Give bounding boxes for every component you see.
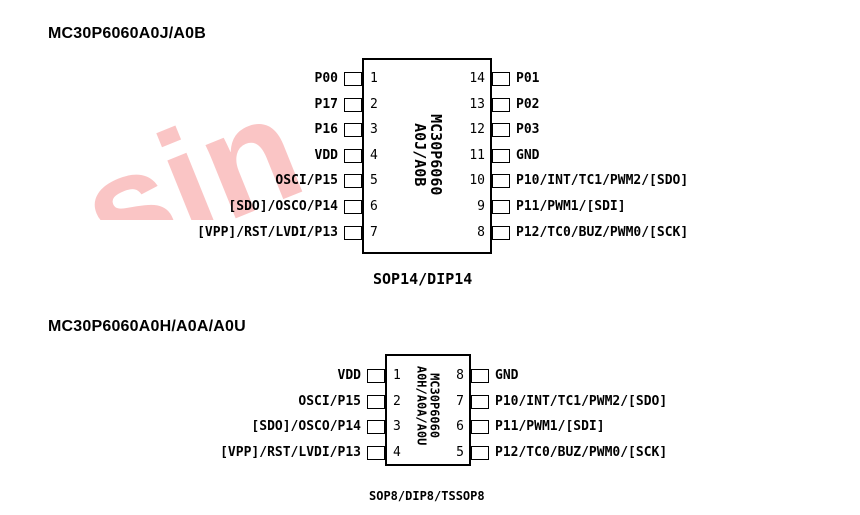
pin-lead: [492, 123, 510, 138]
pin-number: 8: [456, 368, 464, 383]
left-pin-row: 1 VDD: [0, 368, 860, 384]
pin-label: VDD: [314, 147, 338, 163]
right-pin-row: 6 P11/PWM1/[SDI]: [0, 419, 860, 435]
pin-lead: [344, 225, 362, 240]
pin-label: OSCI/P15: [298, 393, 361, 409]
pin-lead: [344, 123, 362, 138]
pin-number: 9: [477, 199, 485, 214]
right-pin-row: 13 P02: [0, 97, 860, 113]
pin-label: GND: [495, 368, 519, 383]
pin-lead: [471, 369, 489, 383]
pin-lead: [492, 174, 510, 189]
pin-number: 3: [370, 122, 378, 138]
pin-label: P01: [516, 71, 540, 86]
top-chip-body: MC30P6060 A0J/A0B: [362, 58, 492, 254]
pin-label: P03: [516, 122, 540, 138]
right-pin-row: 9 P11/PWM1/[SDI]: [0, 199, 860, 215]
pin-lead: [367, 445, 385, 460]
left-pin-row: 5 OSCI/P15: [0, 173, 860, 189]
pin-lead: [492, 200, 510, 214]
pin-number: 10: [469, 173, 485, 189]
right-pin-row: 11 GND: [0, 148, 860, 164]
pin-number: 11: [469, 147, 485, 163]
pin-label: [VPP]/RST/LVDI/P13: [197, 224, 338, 240]
bottom-package-label: SOP8/DIP8/TSSOP8: [369, 489, 485, 503]
left-pin-row: 3 P16: [0, 122, 860, 138]
right-pin-row: 10 P10/INT/TC1/PWM2/[SDO]: [0, 173, 860, 189]
pin-number: 12: [469, 122, 485, 138]
pin-number: 5: [370, 173, 378, 189]
pin-number: 1: [393, 368, 401, 383]
pin-number: 13: [469, 96, 485, 112]
top-package-label: SOP14/DIP14: [373, 270, 473, 288]
left-pin-row: 2 P17: [0, 97, 860, 113]
pin-label: P16: [314, 122, 338, 138]
pin-lead: [344, 148, 362, 163]
pin-lead: [471, 445, 489, 460]
pin-lead: [344, 174, 362, 189]
pin-label: P12/TC0/BUZ/PWM0/[SCK]: [495, 444, 668, 460]
left-pin-row: 7 [VPP]/RST/LVDI/P13: [0, 225, 860, 241]
right-pin-row: 12 P03: [0, 122, 860, 138]
pin-number: 1: [370, 71, 378, 86]
right-pin-row: 7 P10/INT/TC1/PWM2/[SDO]: [0, 394, 860, 410]
pin-lead: [492, 97, 510, 112]
pin-label: P10/INT/TC1/PWM2/[SDO]: [516, 173, 689, 189]
pin-lead: [344, 200, 362, 214]
pin-number: 4: [370, 147, 378, 163]
pin-label: P10/INT/TC1/PWM2/[SDO]: [495, 393, 668, 409]
left-pin-row: 1 P00: [0, 71, 860, 87]
left-pin-row: 2 OSCI/P15: [0, 394, 860, 410]
left-pin-row: 4 VDD: [0, 148, 860, 164]
pin-label: [SDO]/OSCO/P14: [251, 419, 361, 435]
pin-lead: [367, 369, 385, 383]
pin-lead: [471, 394, 489, 409]
left-pin-row: 4 [VPP]/RST/LVDI/P13: [0, 445, 860, 461]
left-pin-row: 6 [SDO]/OSCO/P14: [0, 199, 860, 215]
bottom-chip-body: MC30P6060 A0H/A0A/A0U: [385, 354, 471, 466]
pin-lead: [344, 97, 362, 112]
pin-lead: [367, 394, 385, 409]
pin-number: 6: [456, 419, 464, 435]
pin-label: P11/PWM1/[SDI]: [495, 419, 605, 435]
pin-label: [SDO]/OSCO/P14: [228, 199, 338, 214]
pin-label: P17: [314, 96, 338, 112]
right-pin-row: 8 GND: [0, 368, 860, 384]
pin-label: VDD: [337, 368, 361, 383]
pin-lead: [492, 225, 510, 240]
pin-lead: [344, 72, 362, 86]
pin-label: P12/TC0/BUZ/PWM0/[SCK]: [516, 224, 689, 240]
right-pin-row: 14 P01: [0, 71, 860, 87]
pin-number: 7: [370, 224, 378, 240]
pin-lead: [492, 72, 510, 86]
top-title: MC30P6060A0J/A0B: [48, 25, 206, 42]
pin-label: GND: [516, 147, 540, 163]
pin-number: 14: [469, 71, 485, 86]
pin-label: [VPP]/RST/LVDI/P13: [220, 444, 361, 460]
pin-number: 7: [456, 393, 464, 409]
pin-label: P11/PWM1/[SDI]: [516, 199, 626, 214]
pin-lead: [492, 148, 510, 163]
pin-number: 8: [477, 224, 485, 240]
bottom-title: MC30P6060A0H/A0A/A0U: [48, 318, 246, 335]
pin-lead: [367, 420, 385, 435]
pin-number: 3: [393, 419, 401, 435]
pin-number: 4: [393, 444, 401, 460]
right-pin-row: 8 P12/TC0/BUZ/PWM0/[SCK]: [0, 225, 860, 241]
pin-label: OSCI/P15: [275, 173, 338, 189]
right-pin-row: 5 P12/TC0/BUZ/PWM0/[SCK]: [0, 445, 860, 461]
pin-number: 2: [370, 96, 378, 112]
pin-label: P00: [314, 71, 338, 86]
pin-number: 6: [370, 199, 378, 214]
left-pin-row: 3 [SDO]/OSCO/P14: [0, 419, 860, 435]
pin-label: P02: [516, 96, 540, 112]
pin-lead: [471, 420, 489, 435]
pin-number: 5: [456, 444, 464, 460]
pin-number: 2: [393, 393, 401, 409]
